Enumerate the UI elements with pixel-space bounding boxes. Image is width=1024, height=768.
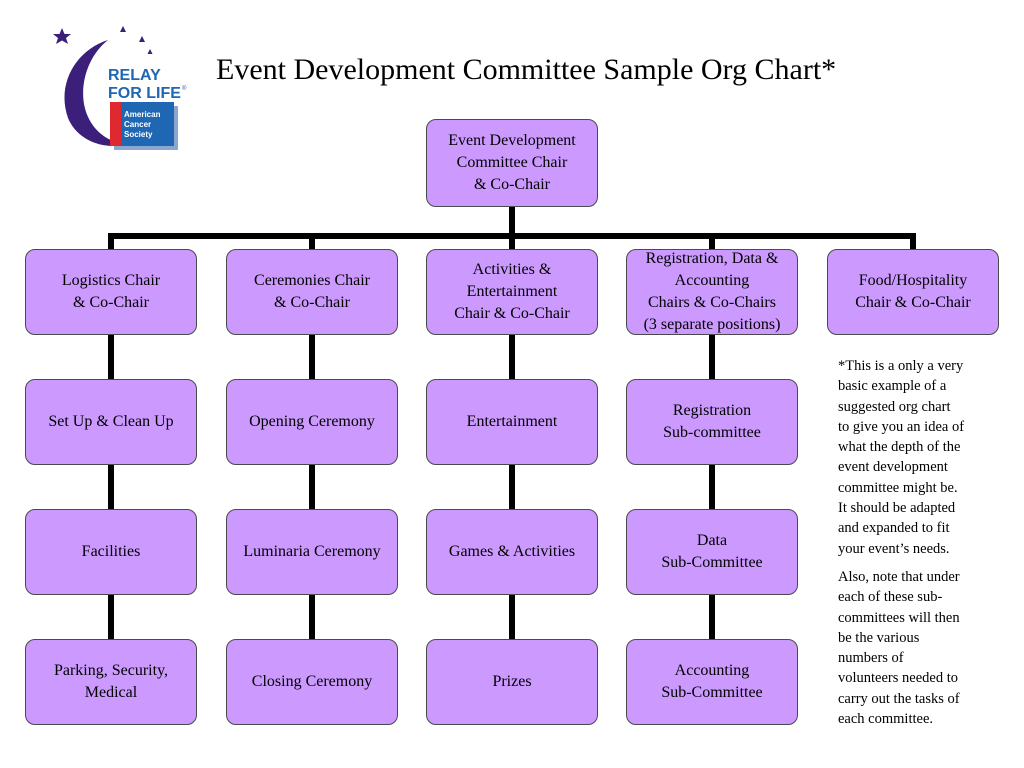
org-node-food-hospitality-chair: Food/Hospitality Chair & Co-Chair [827, 249, 999, 335]
logo-registered-mark: ® [182, 85, 187, 92]
org-node-luminaria-ceremony: Luminaria Ceremony [226, 509, 398, 595]
org-node-parking-security-medical: Parking, Security, Medical [25, 639, 197, 725]
page-title: Event Development Committee Sample Org C… [216, 53, 837, 86]
connector-column-col2 [309, 335, 315, 639]
connector-top-vertical [509, 205, 515, 235]
org-node-logistics-chair: Logistics Chair & Co-Chair [25, 249, 197, 335]
connector-drop-col1 [108, 233, 114, 251]
org-node-prizes: Prizes [426, 639, 598, 725]
org-node-registration-subcommittee: Registration Sub-committee [626, 379, 798, 465]
logo-society-text-1: American [124, 110, 161, 119]
crescent-moon-icon [64, 40, 126, 146]
org-node-opening-ceremony: Opening Ceremony [226, 379, 398, 465]
society-badge-red [110, 102, 121, 146]
connector-drop-col3 [509, 233, 515, 251]
org-node-ceremonies-chair: Ceremonies Chair & Co-Chair [226, 249, 398, 335]
logo-society-text-2: Cancer [124, 120, 151, 129]
org-node-entertainment: Entertainment [426, 379, 598, 465]
org-node-games-activities: Games & Activities [426, 509, 598, 595]
footnote-paragraph-2: Also, note that under each of these sub-… [838, 568, 960, 728]
logo-for-life-text: FOR LIFE [108, 85, 181, 102]
connector-drop-col4 [709, 233, 715, 251]
org-node-closing-ceremony: Closing Ceremony [226, 639, 398, 725]
connector-column-col3 [509, 335, 515, 639]
connector-column-col1 [108, 335, 114, 639]
star-icon [53, 28, 71, 44]
logo-society-text-3: Society [124, 130, 153, 139]
org-node-data-subcommittee: Data Sub-Committee [626, 509, 798, 595]
org-node-activities-entertainment-chair: Activities & Entertainment Chair & Co-Ch… [426, 249, 598, 335]
org-node-registration-data-accounting-chairs: Registration, Data & Accounting Chairs &… [626, 249, 798, 335]
connector-drop-col2 [309, 233, 315, 251]
connector-drop-col5 [910, 233, 916, 251]
org-node-set-up-clean-up: Set Up & Clean Up [25, 379, 197, 465]
footnote: *This is a only a very basic example of … [838, 356, 998, 737]
footnote-paragraph-1: *This is a only a very basic example of … [838, 358, 965, 557]
star-icon [120, 26, 126, 32]
org-node-facilities: Facilities [25, 509, 197, 595]
org-node-accounting-subcommittee: Accounting Sub-Committee [626, 639, 798, 725]
relay-for-life-logo: RELAY FOR LIFE ® American Cancer Society [53, 26, 187, 150]
star-icon [147, 49, 153, 54]
org-node-top-chair: Event Development Committee Chair & Co-C… [426, 119, 598, 207]
logo-relay-text: RELAY [108, 67, 161, 84]
connector-column-col4 [709, 335, 715, 639]
star-icon [139, 36, 145, 42]
